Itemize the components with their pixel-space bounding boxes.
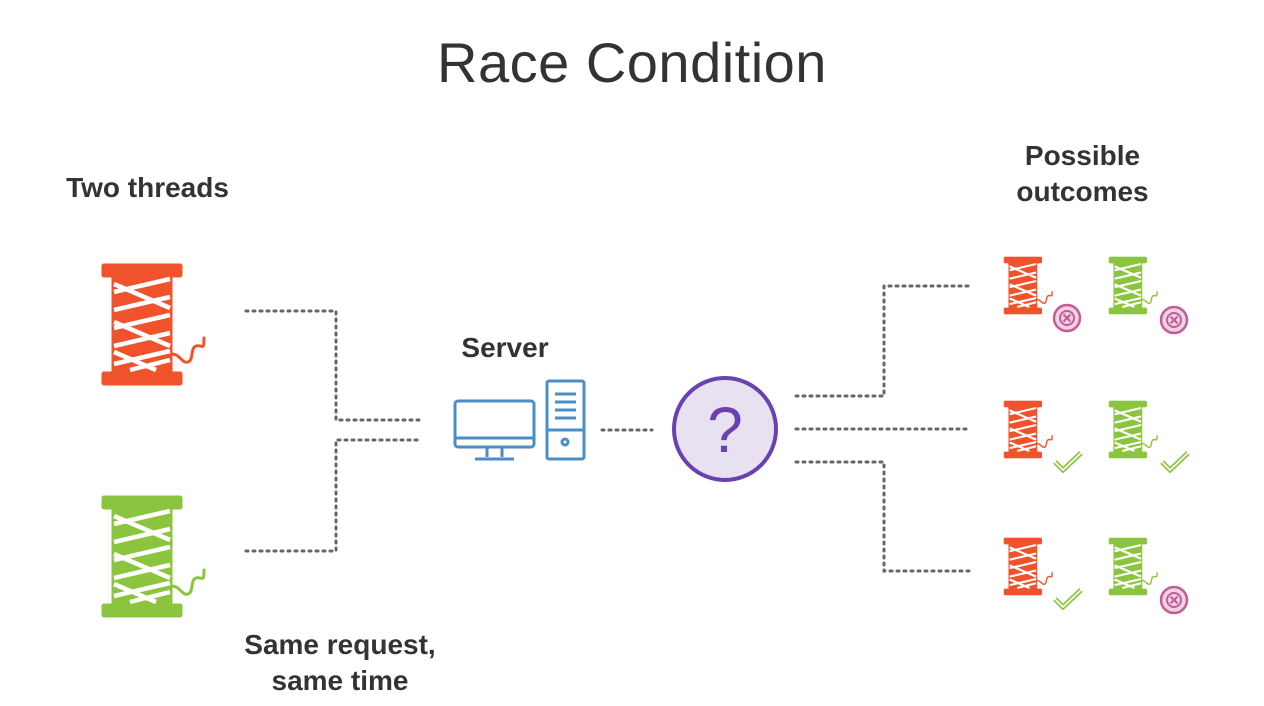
success-check-icon (1162, 453, 1188, 470)
question-circle (672, 376, 778, 482)
fail-icon (1159, 585, 1189, 615)
outcome-orange-spool-icon (1003, 400, 1054, 459)
outcome-row-1 (1003, 256, 1189, 335)
success-check-icon (1055, 453, 1081, 470)
fail-icon (1052, 303, 1082, 333)
same-request-label: Same request, same time (220, 627, 460, 699)
outcome-green-spool-icon (1108, 400, 1159, 459)
server-text: Server (461, 332, 549, 363)
uncertain-outcome-node: ? (672, 376, 778, 482)
possible-outcomes-line1: Possible (1024, 140, 1141, 171)
two-threads-text: Two threads (66, 172, 229, 203)
fail-icon (1159, 305, 1189, 335)
two-threads-label: Two threads (40, 170, 255, 206)
outcome-green-spool-icon (1108, 256, 1159, 315)
orange-thread-spool-icon (102, 264, 204, 385)
outcome-green-spool-icon (1108, 537, 1159, 596)
page-title: Race Condition (437, 31, 827, 94)
question-mark-icon: ? (707, 394, 743, 466)
same-request-line2: same time (271, 665, 409, 696)
outcome-row-3 (1003, 537, 1189, 615)
outcome-row-2 (1003, 400, 1188, 470)
server-label: Server (440, 330, 570, 366)
outcome-orange-spool-icon (1003, 256, 1054, 315)
possible-outcomes-label: Possible outcomes (990, 138, 1175, 210)
server-icon (453, 379, 586, 461)
green-thread-spool-icon (102, 496, 204, 617)
possible-outcomes-line2: outcomes (1016, 176, 1149, 207)
thread-connector-lines (244, 284, 972, 573)
same-request-line1: Same request, (244, 629, 436, 660)
success-check-icon (1055, 590, 1081, 607)
outcome-orange-spool-icon (1003, 537, 1054, 596)
